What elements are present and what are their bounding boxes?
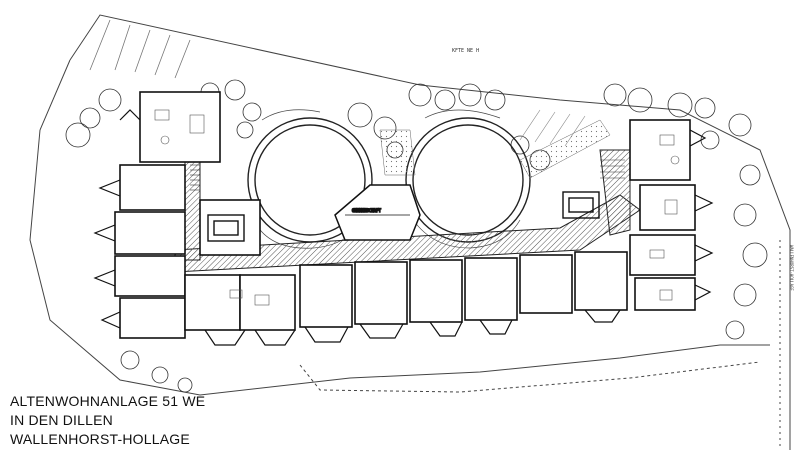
- top-note: KFTE NE H: [452, 48, 479, 54]
- south-row-units: [299, 251, 628, 328]
- walkways: [379, 119, 611, 179]
- title-line-3: WALLENHORST-HOLLAGE: [10, 431, 190, 447]
- center-hall: GEMEINSCHAFT: [334, 184, 421, 241]
- stair-cores: [207, 191, 600, 242]
- parking-lines: [519, 109, 586, 147]
- title-line-2: IN DEN DILLEN: [10, 412, 113, 428]
- right-wing-bays: [689, 129, 714, 301]
- title-block: ALTENWOHNANLAGE 51 WE IN DEN DILLEN WALL…: [10, 392, 270, 449]
- title-line-1: ALTENWOHNANLAGE 51 WE: [10, 393, 206, 409]
- south-row-bays: [304, 309, 621, 343]
- left-wing-bay-windows: [93, 109, 296, 346]
- stair-treads: [190, 159, 625, 191]
- furniture: [154, 109, 680, 306]
- right-wing-units: [629, 119, 696, 311]
- svg-text:GEMEINSCHAFT: GEMEINSCHAFT: [352, 208, 381, 213]
- left-wing-units: [114, 91, 296, 339]
- right-margin-label: WALLENHORST-HOLLAGE: [789, 245, 794, 291]
